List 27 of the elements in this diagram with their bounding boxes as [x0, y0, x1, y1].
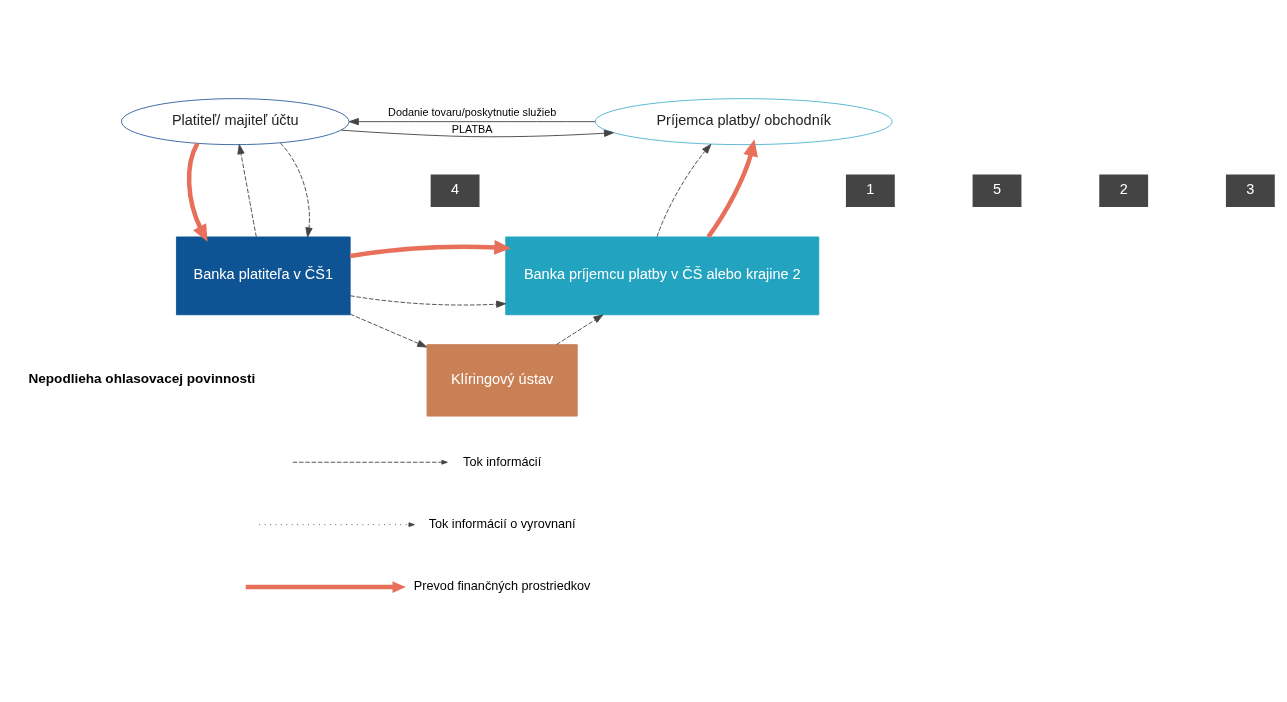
legend-label: Prevod finančných prostriedkov [413, 579, 591, 594]
label: 4 [451, 181, 460, 198]
arrow [349, 295, 507, 308]
node-box: Banka príjemcu platby v ČŠ alebo krajine 2 [505, 236, 820, 316]
arrow [348, 118, 596, 126]
arrow [349, 240, 512, 259]
arrow [237, 144, 257, 238]
label: Nepodlieha ohlasovacej povinnosti [28, 370, 256, 386]
arrow [656, 143, 712, 238]
node-box: Banka platiteľa v ČŠ1 [176, 236, 351, 316]
label: 3 [1246, 181, 1255, 198]
node-ellipse: Príjemca platby/ obchodník [594, 98, 893, 146]
node-ellipse: Platiteľ/ majiteľ účtu [121, 98, 350, 146]
arrow [706, 139, 758, 239]
arrow [556, 314, 604, 345]
label: 5 [993, 181, 1002, 198]
label: 2 [1119, 181, 1128, 198]
arrow [186, 142, 208, 242]
edge-label: PLATBA [451, 123, 493, 136]
arrow [349, 313, 428, 348]
edge-label: Dodanie tovaru/poskytnutie služieb [388, 105, 557, 118]
label: 1 [866, 181, 875, 198]
legend-label: Tok informácií o vyrovnaní [428, 517, 576, 532]
arrow [279, 142, 313, 238]
legend-label: Tok informácií [463, 454, 542, 469]
node-box: Klíringový ústav [426, 344, 578, 417]
arrow [340, 129, 614, 138]
